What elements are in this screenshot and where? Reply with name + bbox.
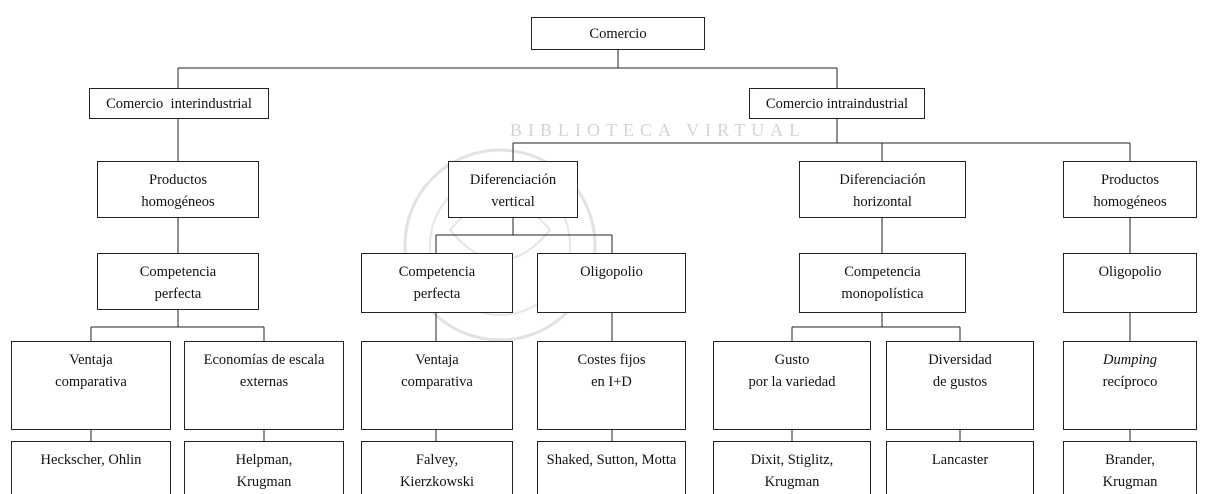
node-falvey-kierzkowski-line2: Kierzkowski (399, 474, 475, 490)
node-economias-escala-externas-line2: externas (239, 374, 289, 390)
node-comercio-interindustrial-label: Comercio interindustrial (106, 95, 252, 112)
node-falvey-kierzkowski: Falvey, Kierzkowski (361, 441, 513, 494)
node-productos-homogeneos-inter-line1: Productos (149, 172, 207, 188)
node-heckscher-ohlin: Heckscher, Ohlin (11, 441, 171, 494)
node-competencia-perfecta-vertical-line2: perfecta (413, 286, 461, 302)
node-costes-fijos-line1: Costes fijos (577, 352, 646, 368)
node-economias-escala-externas-line1: Economías de escala (203, 352, 325, 368)
node-competencia-perfecta-vertical-line1: Competencia (398, 264, 476, 280)
node-lancaster: Lancaster (886, 441, 1034, 494)
node-helpman-krugman-line2: Krugman (236, 474, 292, 490)
node-comercio: Comercio (531, 17, 705, 50)
node-competencia-perfecta-inter: Competencia perfecta (97, 253, 259, 310)
node-economias-escala-externas: Economías de escala externas (184, 341, 344, 430)
node-shaked-sutton-motta-line1: Shaked, Sutton, Motta (546, 452, 677, 468)
node-competencia-perfecta-inter-line1: Competencia (139, 264, 217, 280)
node-costes-fijos-line2: en I+D (591, 374, 632, 390)
node-ventaja-comparativa-inter-line1: Ventaja (69, 352, 113, 368)
node-diferenciacion-vertical-line2: vertical (491, 194, 535, 210)
node-oligopolio-vertical: Oligopolio (537, 253, 686, 313)
node-falvey-kierzkowski-line1: Falvey, (415, 452, 459, 468)
node-brander-krugman-line1: Brander, (1105, 452, 1155, 468)
node-competencia-monopolistica: Competencia monopolística (799, 253, 966, 313)
node-competencia-monopolistica-line2: monopolística (841, 286, 924, 302)
node-diversidad-gustos-line2: de gustos (932, 374, 988, 390)
node-dumping-reciproco-line1: Dumping (1103, 352, 1157, 368)
node-diversidad-gustos: Diversidad de gustos (886, 341, 1034, 430)
node-comercio-intraindustrial-label: Comercio intraindustrial (765, 95, 909, 112)
node-gusto-variedad-line2: por la variedad (748, 374, 836, 390)
node-ventaja-comparativa-vertical: Ventaja comparativa (361, 341, 513, 430)
node-diferenciacion-vertical-line1: Diferenciación (469, 172, 557, 188)
node-ventaja-comparativa-inter: Ventaja comparativa (11, 341, 171, 430)
node-gusto-variedad-line1: Gusto (774, 352, 810, 368)
node-ventaja-comparativa-inter-line2: comparativa (55, 374, 127, 390)
node-productos-homogeneos-inter: Productos homogéneos (97, 161, 259, 218)
node-brander-krugman: Brander, Krugman (1063, 441, 1197, 494)
node-competencia-monopolistica-line1: Competencia (844, 264, 921, 280)
node-dixit-stiglitz-krugman-line1: Dixit, Stiglitz, (750, 452, 834, 468)
node-helpman-krugman: Helpman, Krugman (184, 441, 344, 494)
node-dumping-reciproco: Dumping recíproco (1063, 341, 1197, 430)
node-oligopolio-homogeneos-line1: Oligopolio (1098, 264, 1162, 280)
node-helpman-krugman-line1: Helpman, (235, 452, 293, 468)
node-dixit-stiglitz-krugman-line2: Krugman (764, 474, 820, 490)
node-diferenciacion-horizontal-line1: Diferenciación (839, 172, 926, 188)
node-heckscher-ohlin-line1: Heckscher, Ohlin (40, 452, 142, 468)
node-productos-homogeneos-intra-line2: homogéneos (1093, 194, 1167, 210)
node-ventaja-comparativa-vertical-line2: comparativa (401, 374, 473, 390)
node-ventaja-comparativa-vertical-line1: Ventaja (415, 352, 459, 368)
node-brander-krugman-line2: Krugman (1102, 474, 1158, 490)
node-comercio-label: Comercio (589, 25, 647, 42)
node-shaked-sutton-motta: Shaked, Sutton, Motta (537, 441, 686, 494)
node-productos-homogeneos-intra-line1: Productos (1101, 172, 1159, 188)
node-competencia-perfecta-inter-line2: perfecta (154, 286, 202, 302)
node-oligopolio-vertical-line1: Oligopolio (580, 264, 643, 280)
node-gusto-variedad: Gusto por la variedad (713, 341, 871, 430)
node-lancaster-line1: Lancaster (931, 452, 989, 468)
node-diversidad-gustos-line1: Diversidad (928, 352, 992, 368)
node-diferenciacion-horizontal: Diferenciación horizontal (799, 161, 966, 218)
node-costes-fijos: Costes fijos en I+D (537, 341, 686, 430)
node-diferenciacion-horizontal-line2: horizontal (853, 194, 912, 210)
node-diferenciacion-vertical: Diferenciación vertical (448, 161, 578, 218)
node-dixit-stiglitz-krugman: Dixit, Stiglitz, Krugman (713, 441, 871, 494)
node-competencia-perfecta-vertical: Competencia perfecta (361, 253, 513, 313)
node-oligopolio-homogeneos: Oligopolio (1063, 253, 1197, 313)
node-comercio-interindustrial: Comercio interindustrial (89, 88, 269, 119)
node-productos-homogeneos-inter-line2: homogéneos (141, 194, 215, 210)
node-productos-homogeneos-intra: Productos homogéneos (1063, 161, 1197, 218)
node-dumping-reciproco-line2: recíproco (1102, 374, 1158, 390)
node-comercio-intraindustrial: Comercio intraindustrial (749, 88, 925, 119)
